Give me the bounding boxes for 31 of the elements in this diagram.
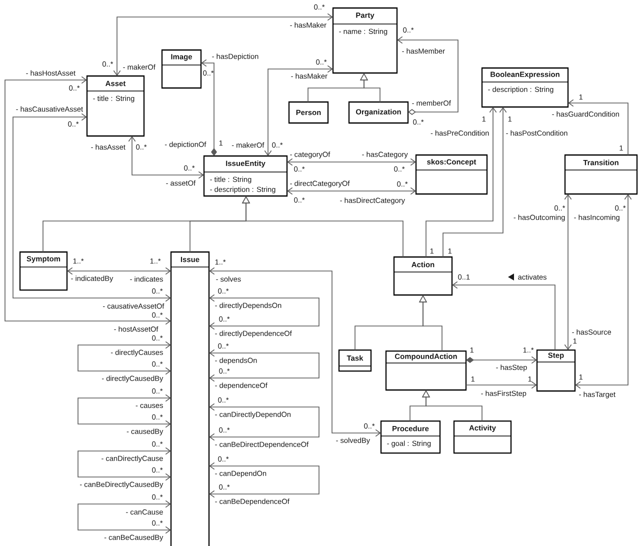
association-line bbox=[287, 187, 416, 195]
composition-arrow bbox=[466, 356, 537, 364]
association-line bbox=[575, 194, 632, 389]
association-line bbox=[78, 447, 171, 481]
association-line bbox=[287, 158, 416, 166]
association-line bbox=[466, 381, 537, 389]
composition-arrow bbox=[201, 59, 217, 156]
association-line bbox=[113, 13, 333, 76]
generalization-arrow bbox=[422, 390, 482, 422]
generalization-arrow bbox=[242, 196, 404, 258]
association-line bbox=[442, 107, 507, 258]
aggregation-arrow bbox=[397, 36, 458, 115]
association-line bbox=[209, 349, 320, 382]
association-line bbox=[568, 99, 628, 156]
association-line bbox=[209, 267, 381, 437]
association-line bbox=[209, 294, 320, 330]
association-line bbox=[67, 267, 171, 275]
association-line bbox=[209, 403, 320, 441]
association-line bbox=[426, 107, 497, 258]
association-line bbox=[78, 500, 171, 534]
generalization-arrow bbox=[360, 73, 380, 102]
association-line bbox=[128, 136, 204, 179]
association-line bbox=[209, 462, 320, 498]
association-line bbox=[78, 394, 171, 428]
generalization-arrow bbox=[418, 295, 442, 352]
association-line bbox=[564, 194, 572, 350]
association-line bbox=[452, 281, 556, 350]
association-line bbox=[4, 76, 171, 325]
association-line bbox=[264, 65, 333, 156]
association-line bbox=[78, 341, 171, 375]
association-line bbox=[12, 113, 171, 302]
